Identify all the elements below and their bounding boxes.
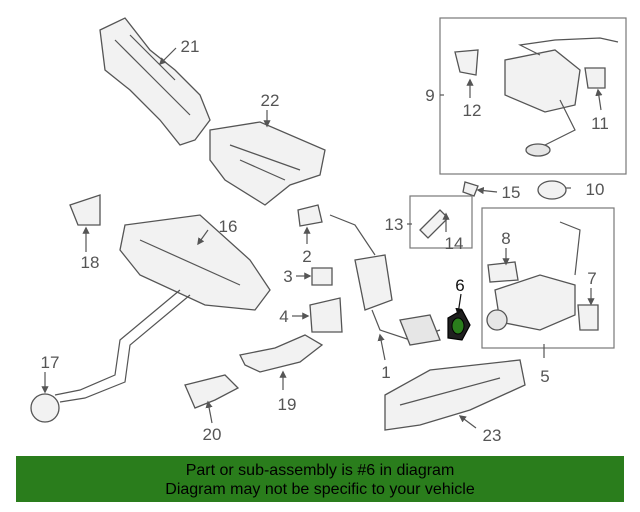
callout-15: 15 — [502, 183, 521, 202]
callout-5: 5 — [540, 367, 549, 386]
leader-lines — [41, 47, 603, 429]
hanger-12 — [454, 49, 479, 76]
group-box-5 — [481, 207, 615, 349]
callout-23: 23 — [483, 426, 502, 445]
hanger-7 — [577, 304, 599, 331]
callout-12: 12 — [463, 101, 482, 120]
callout-8: 8 — [501, 229, 510, 248]
callout-10: 10 — [586, 180, 605, 199]
converter-5 — [486, 221, 581, 331]
isolator-3 — [311, 267, 333, 286]
callout-9: 9 — [425, 86, 434, 105]
callout-14: 14 — [445, 234, 464, 253]
callout-19: 19 — [278, 395, 297, 414]
group-box-9 — [439, 17, 627, 175]
callout-18: 18 — [81, 253, 100, 272]
callout-21: 21 — [181, 37, 200, 56]
callout-2: 2 — [302, 247, 311, 266]
hanger-11 — [584, 67, 606, 89]
callout-16: 16 — [219, 217, 238, 236]
callout-3: 3 — [283, 267, 292, 286]
heat-shield-21 — [99, 17, 211, 146]
gasket-10 — [537, 180, 567, 200]
gasket-2 — [297, 204, 323, 227]
gasket-6 — [447, 309, 471, 341]
callout-17: 17 — [41, 353, 60, 372]
heat-shield-23 — [384, 359, 526, 431]
pipe-19 — [239, 334, 324, 373]
banner-line-1: Part or sub-assembly is #6 in diagram — [185, 462, 455, 479]
info-banner: Part or sub-assembly is #6 in diagram Di… — [16, 456, 624, 502]
rear-muffler — [504, 37, 619, 157]
heat-shield-22 — [209, 121, 326, 206]
clamp-20 — [184, 374, 240, 409]
callout-13: 13 — [385, 215, 404, 234]
clamp-17 — [30, 393, 60, 423]
callout-11: 11 — [591, 114, 609, 133]
bracket-4 — [309, 297, 343, 333]
callout-7: 7 — [587, 269, 596, 288]
bolt-15 — [462, 181, 479, 197]
banner-line-2: Diagram may not be specific to your vehi… — [165, 481, 475, 498]
callout-22: 22 — [261, 91, 280, 110]
callout-1: 1 — [381, 363, 390, 382]
callout-20: 20 — [203, 425, 222, 444]
hanger-8 — [487, 261, 519, 283]
front-pipe-1 — [329, 214, 441, 346]
muffler-16 — [54, 214, 271, 403]
group-box-13 — [409, 195, 473, 249]
callout-6-highlighted: 6 — [455, 276, 464, 295]
bracket-18 — [69, 194, 101, 226]
callout-4: 4 — [279, 307, 288, 326]
exhaust-parts-diagram: 1 2 3 4 5 6 7 8 9 10 11 12 13 14 15 16 1… — [30, 17, 627, 445]
